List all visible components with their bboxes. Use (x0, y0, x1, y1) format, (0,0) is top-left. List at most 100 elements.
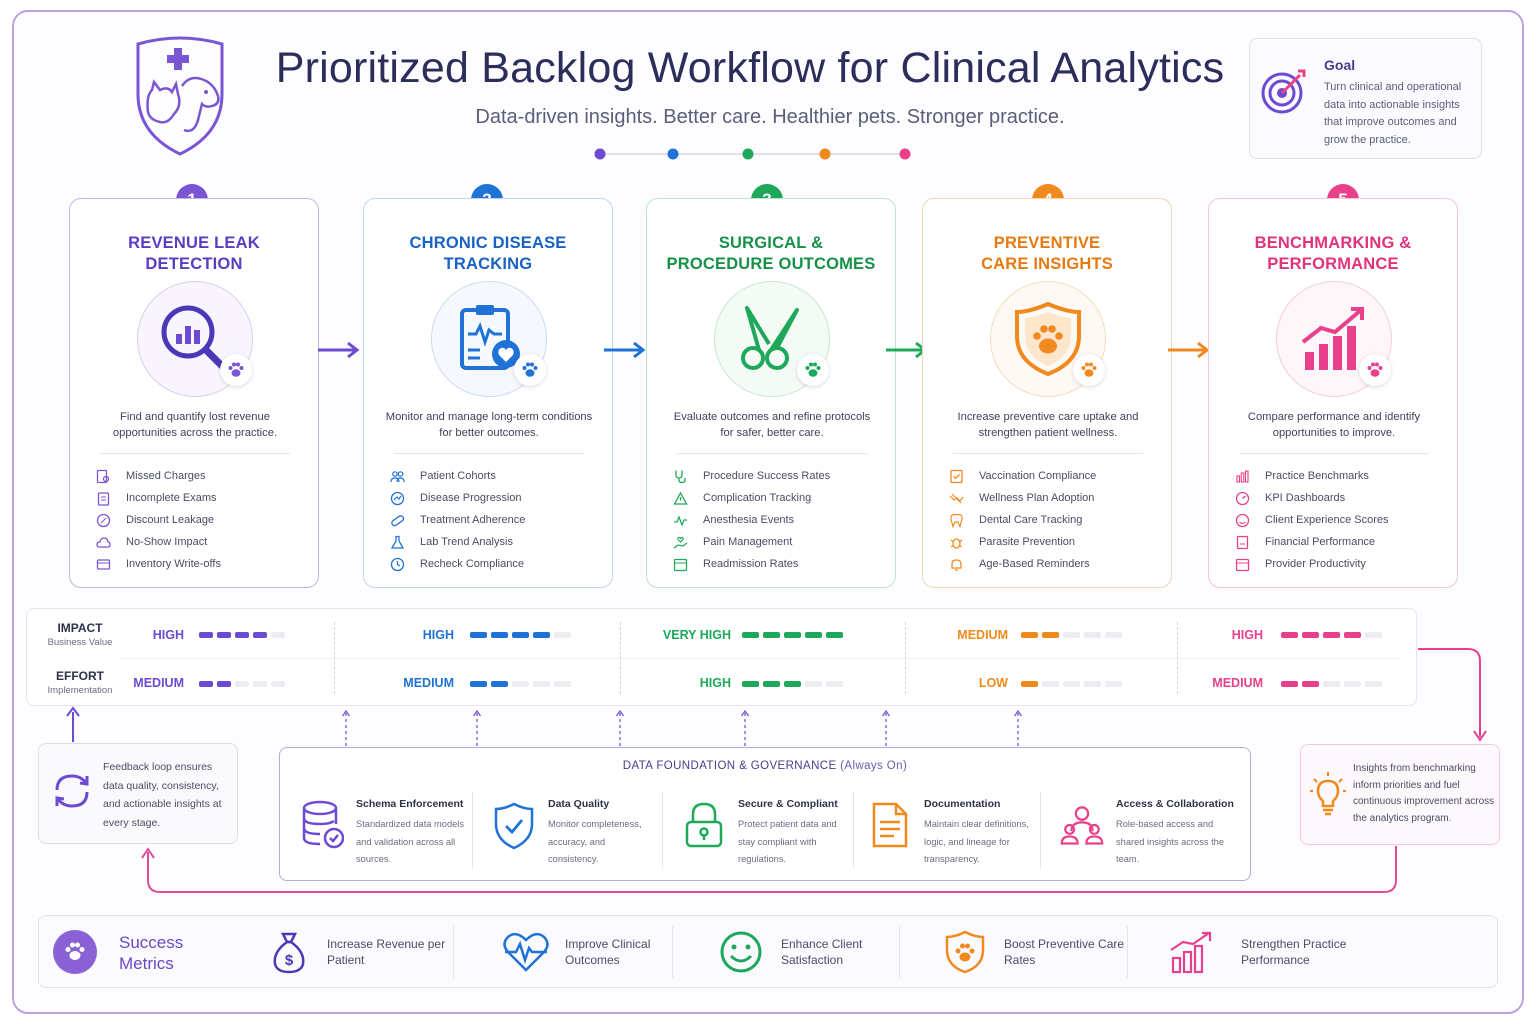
level-segment (533, 632, 550, 638)
step-card-revenue-leak[interactable]: REVENUE LEAK DETECTION Find and quantify… (69, 198, 319, 588)
divider (1127, 926, 1128, 978)
list-item[interactable]: Lab Trend Analysis (390, 531, 525, 553)
paw-badge (1073, 354, 1105, 386)
list-item[interactable]: Practice Benchmarks (1235, 465, 1389, 487)
step-card-surgical-outcomes[interactable]: SURGICAL & PROCEDURE OUTCOMES Evaluate o… (646, 198, 896, 588)
scissors-icon (741, 306, 799, 370)
list-item[interactable]: No-Show Impact (96, 531, 221, 553)
paw-icon (1081, 362, 1097, 377)
level-segment (491, 632, 508, 638)
success-metrics-bar: Success Metrics $ Increase Revenue per P… (38, 915, 1498, 988)
list-item[interactable]: Anesthesia Events (673, 509, 830, 531)
progress-dots (594, 148, 911, 160)
success-item-label: Strengthen Practice Performance (1241, 937, 1347, 967)
step-description: Monitor and manage long-term conditions … (385, 411, 593, 439)
paw-icon (65, 942, 85, 960)
paw-icon (522, 362, 538, 377)
cloud-alert-icon (96, 536, 111, 548)
success-item-label: Improve Clinical Outcomes (565, 937, 651, 967)
list-item[interactable]: KPI Dashboards (1235, 487, 1389, 509)
level-segment (1281, 632, 1298, 638)
step-title-line2: PERFORMANCE (1267, 255, 1399, 273)
level-segment (470, 681, 487, 687)
success-metrics-title: Success Metrics (119, 933, 184, 973)
pulse-icon (674, 514, 687, 527)
progress-circle-icon (390, 491, 405, 505)
dot-purple (594, 148, 606, 160)
step-item-list: Practice Benchmarks KPI Dashboards Clien… (1235, 465, 1389, 575)
divider (672, 926, 673, 978)
list-item[interactable]: Treatment Adherence (390, 509, 525, 531)
list-item[interactable]: Missed Charges (96, 465, 221, 487)
shield-check-icon (494, 802, 534, 850)
list-item[interactable]: Provider Productivity (1235, 553, 1389, 575)
list-item[interactable]: Inventory Write-offs (96, 553, 221, 575)
step-title-line2: PROCEDURE OUTCOMES (666, 255, 876, 273)
level-segment (217, 681, 231, 687)
list-item[interactable]: Incomplete Exams (96, 487, 221, 509)
list-item[interactable]: Financial Performance (1235, 531, 1389, 553)
dot-blue (667, 148, 679, 160)
feedback-text: Feedback loop ensures data quality, cons… (103, 761, 222, 829)
receipt-search-icon (96, 469, 110, 483)
list-item[interactable]: Disease Progression (390, 487, 525, 509)
list-item[interactable]: Patient Cohorts (390, 465, 525, 487)
impact-value: MEDIUM (957, 628, 1008, 642)
effort-value: MEDIUM (1212, 676, 1263, 690)
divider (472, 792, 473, 868)
list-item[interactable]: Procedure Success Rates (673, 465, 830, 487)
dashed-up-arrow (615, 710, 625, 746)
level-segment (1344, 632, 1361, 638)
level-segment (1323, 632, 1340, 638)
step-icon-circle (431, 281, 547, 397)
list-item[interactable]: Pain Management (673, 531, 830, 553)
list-item[interactable]: Vaccination Compliance (949, 465, 1096, 487)
list-item[interactable]: Parasite Prevention (949, 531, 1096, 553)
list-item[interactable]: Recheck Compliance (390, 553, 525, 575)
shield-paw-icon (1015, 301, 1081, 377)
pill-icon (391, 514, 405, 526)
lightbulb-icon (1310, 772, 1346, 816)
level-segment (235, 632, 249, 638)
svg-text:$: $ (285, 952, 294, 969)
level-segment (1302, 681, 1319, 687)
money-bag-icon: $ (273, 932, 305, 974)
impact-value: HIGH (422, 628, 454, 642)
bars-icon (1236, 469, 1249, 483)
foundation-item-title: Documentation (924, 798, 1001, 810)
list-item[interactable]: Client Experience Scores (1235, 509, 1389, 531)
list-item[interactable]: Complication Tracking (673, 487, 830, 509)
database-check-icon (302, 800, 344, 849)
warning-icon (673, 491, 688, 505)
foundation-item-title: Secure & Compliant (738, 798, 838, 810)
foundation-item-title: Data Quality (548, 798, 610, 810)
step-icon-circle (137, 281, 253, 397)
list-item[interactable]: Discount Leakage (96, 509, 221, 531)
lock-icon (685, 802, 723, 848)
level-segment (253, 632, 267, 638)
level-segment (742, 681, 759, 687)
paw-icon (228, 362, 244, 377)
list-item[interactable]: Readmission Rates (673, 553, 830, 575)
step-card-benchmarking[interactable]: BENCHMARKING & PERFORMANCE Compare perfo… (1208, 198, 1458, 588)
list-item[interactable]: Dental Care Tracking (949, 509, 1096, 531)
divider (853, 792, 854, 868)
step-card-preventive-care[interactable]: PREVENTIVE CARE INSIGHTS Increase preven… (922, 198, 1172, 588)
growth-chart-icon (1301, 307, 1364, 370)
target-icon (1261, 69, 1306, 114)
level-segment (826, 632, 843, 638)
list-item[interactable]: Wellness Plan Adoption (949, 487, 1096, 509)
level-segment (763, 681, 780, 687)
level-segment (1063, 632, 1080, 638)
tooth-icon (950, 513, 963, 528)
dot-green (742, 148, 754, 160)
paw-badge (220, 354, 252, 386)
bell-icon (951, 558, 962, 571)
goal-box: Goal Turn clinical and operational data … (1249, 38, 1482, 159)
refresh-cycle-icon (55, 774, 89, 808)
list-item[interactable]: Age-Based Reminders (949, 553, 1096, 575)
foundation-item-text: Monitor completeness, accuracy, and cons… (548, 819, 642, 864)
step-card-chronic-disease[interactable]: CHRONIC DISEASE TRACKING Monitor and man… (363, 198, 613, 588)
calendar-user-icon (1235, 558, 1250, 571)
divider (662, 792, 663, 868)
